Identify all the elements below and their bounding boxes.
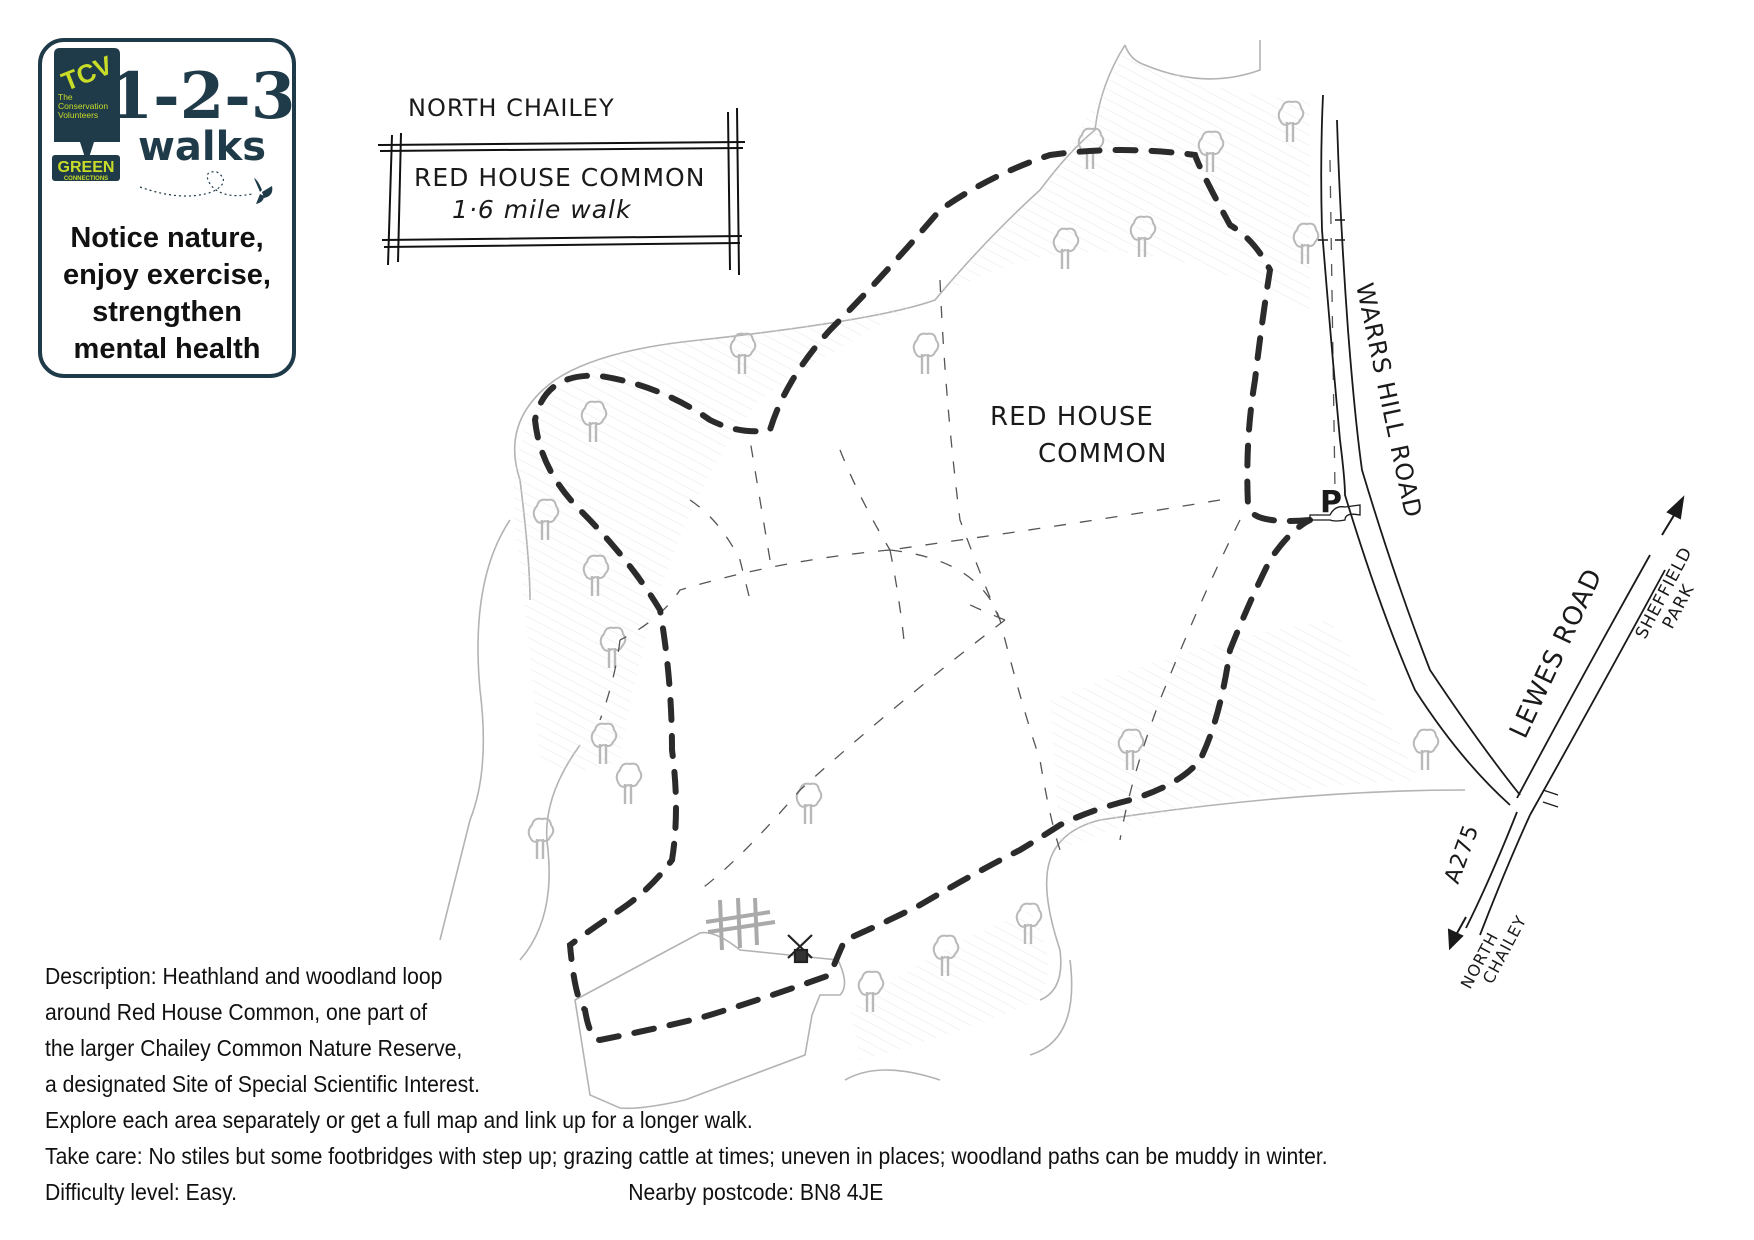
- walk-description: Description: Heathland and woodland loop…: [45, 958, 1328, 1210]
- lewes-road-label: LEWES ROAD: [1504, 564, 1609, 743]
- walk-distance: 1·6 mile walk: [452, 195, 632, 224]
- connections-text: CONNECTIONS: [64, 176, 108, 182]
- description-line: around Red House Common, one part of: [45, 999, 428, 1025]
- tcv-123-walks-logo: TCV The Conservation Volunteers GREEN CO…: [38, 38, 296, 378]
- lewes-road: [1465, 554, 1666, 936]
- svg-text:The: The: [58, 92, 73, 102]
- logo-graphic: TCV The Conservation Volunteers GREEN CO…: [52, 48, 292, 204]
- logo-tagline: Notice nature, enjoy exercise, strengthe…: [63, 222, 271, 365]
- arrow-to-north-chailey-icon: [1447, 916, 1467, 951]
- explore-line: Explore each area separately or get a fu…: [45, 1107, 753, 1133]
- description-line: a designated Site of Special Scientific …: [45, 1071, 481, 1097]
- windmill-icon: [787, 934, 813, 964]
- take-care-line: Take care: No stiles but some footbridge…: [45, 1143, 1328, 1169]
- a275-label: A275: [1440, 821, 1484, 887]
- brand-numbers: 1-2-3: [109, 59, 292, 134]
- area-label-line1: RED HOUSE: [990, 402, 1154, 432]
- nearby-postcode: Nearby postcode: BN8 4JE: [628, 1179, 884, 1205]
- parking-area: P: [1309, 485, 1361, 522]
- description-line: Description: Heathland and woodland loop: [45, 963, 443, 989]
- description-line: the larger Chailey Common Nature Reserve…: [45, 1035, 463, 1061]
- ruins-icon: [705, 897, 776, 951]
- warrs-hill-road: [1318, 94, 1521, 806]
- area-label-line2: COMMON: [1038, 439, 1167, 469]
- tcv-pin-icon: [54, 48, 120, 164]
- warrs-hill-road-label: WARRS HILL ROAD: [1350, 280, 1427, 520]
- svg-text:Volunteers: Volunteers: [58, 110, 98, 120]
- walk-name: RED HOUSE COMMON: [414, 163, 705, 192]
- green-text: GREEN: [58, 159, 115, 176]
- parking-icon: P: [1320, 485, 1343, 520]
- svg-text:Conservation: Conservation: [58, 101, 108, 111]
- difficulty-level: Difficulty level: Easy.: [45, 1179, 237, 1205]
- title-block: NORTH CHAILEY RED HOUSE COMMON 1·6 mile …: [377, 94, 746, 276]
- locality-label: NORTH CHAILEY: [408, 94, 615, 122]
- brand-word: walks: [138, 124, 266, 170]
- woodland-shading: [513, 50, 1420, 1060]
- butterfly-icon: [254, 178, 273, 204]
- arrow-to-sheffield-park-icon: [1661, 495, 1685, 536]
- walk-route: [531, 147, 1313, 1044]
- footpaths: [599, 159, 1336, 891]
